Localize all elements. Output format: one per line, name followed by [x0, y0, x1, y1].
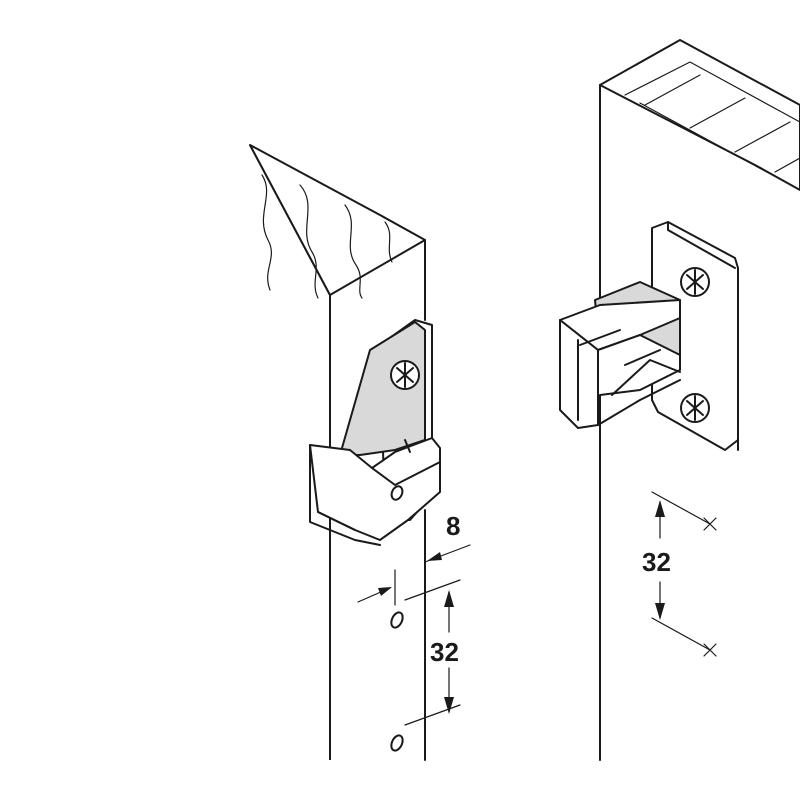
left-panel: [249, 144, 426, 761]
right-screw-top-icon: [680, 267, 710, 297]
left-spacing-label: 32: [430, 637, 459, 667]
right-spacing-label: 32: [642, 547, 671, 577]
right-receiver-fitting: [559, 281, 681, 429]
left-spacing-dimension: 32: [404, 579, 461, 726]
right-base-plate: [651, 221, 739, 451]
left-drill-hole-bottom: [390, 734, 404, 752]
left-drill-hole-top: [390, 611, 404, 629]
right-view: 32: [559, 39, 800, 761]
right-spacing-dimension: 32: [642, 500, 671, 620]
right-mount-point-top: [651, 491, 717, 531]
right-screw-bottom-icon: [680, 393, 710, 423]
left-screw-icon: [390, 360, 420, 390]
left-offset-label: 8: [446, 511, 460, 541]
right-panel: [599, 39, 800, 761]
left-offset-dimension: 8: [357, 511, 471, 606]
left-fitting-hole: [390, 485, 404, 501]
right-mount-point-bottom: [651, 617, 717, 657]
left-view: 8 32: [249, 144, 471, 761]
